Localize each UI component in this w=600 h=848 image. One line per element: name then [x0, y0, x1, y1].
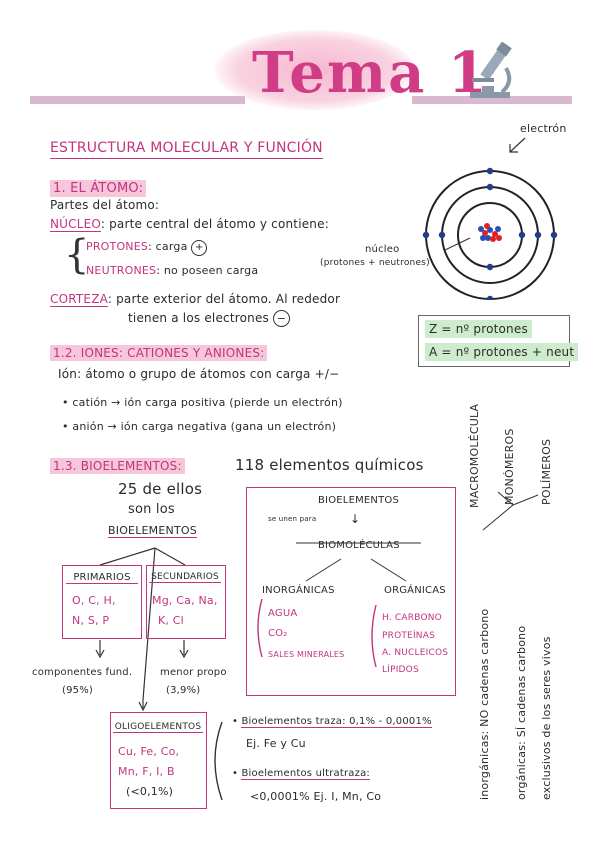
ultratraza-line1: • Bioelementos ultratraza: [232, 768, 370, 779]
inorg-item-1: AGUA [268, 608, 297, 619]
bio-box-org: ORGÁNICAS [384, 585, 446, 596]
oligo-items2: Mn, F, I, B [118, 765, 175, 778]
ultratraza-text1: Bioelementos ultratraza: [241, 768, 369, 780]
primarios-note2: (95%) [62, 685, 93, 696]
side-organicas: orgánicas: SÍ cadenas carbono [515, 626, 528, 800]
secundarios-items: Mg, Ca, Na, [152, 594, 218, 607]
primarios-items2: N, S, P [72, 614, 109, 627]
bio-box-inorg: INORGÁNICAS [262, 585, 335, 596]
oligo-title: OLIGOELEMENTOS [113, 722, 203, 733]
org-item-2: PROTEÍNAS [382, 631, 435, 641]
traza-line2: Ej. Fe y Cu [246, 737, 306, 750]
oligo-items3: (<0,1%) [126, 785, 173, 798]
org-item-3: A. NUCLEICOS [382, 648, 448, 658]
secundarios-title: SECUNDARIOS [149, 572, 221, 583]
secundarios-note1: menor propo [160, 667, 227, 678]
side-inorganicas: inorgánicas: NO cadenas carbono [478, 609, 491, 800]
oligo-items1: Cu, Fe, Co, [118, 745, 179, 758]
side-branch [478, 490, 568, 550]
primarios-items: O, C, H, [72, 594, 116, 607]
secundarios-items2: K, Cl [158, 614, 184, 627]
traza-text1: Bioelementos traza: 0,1% - 0,0001% [241, 716, 431, 728]
traza-line1: • Bioelementos traza: 0,1% - 0,0001% [232, 716, 432, 727]
ultratraza-line2: <0,0001% Ej. I, Mn, Co [250, 790, 381, 803]
org-item-1: H. CARBONO [382, 613, 442, 623]
secundarios-note2: (3,9%) [166, 685, 200, 696]
primarios-note1: componentes fund. [32, 667, 132, 678]
inorg-item-2: CO₂ [268, 628, 287, 639]
org-item-4: LÍPIDOS [382, 665, 419, 675]
inorg-item-3: SALES MINERALES [268, 650, 344, 659]
primarios-title: PRIMARIOS [66, 572, 138, 584]
side-exclusivos: exclusivos de los seres vivos [540, 636, 553, 800]
